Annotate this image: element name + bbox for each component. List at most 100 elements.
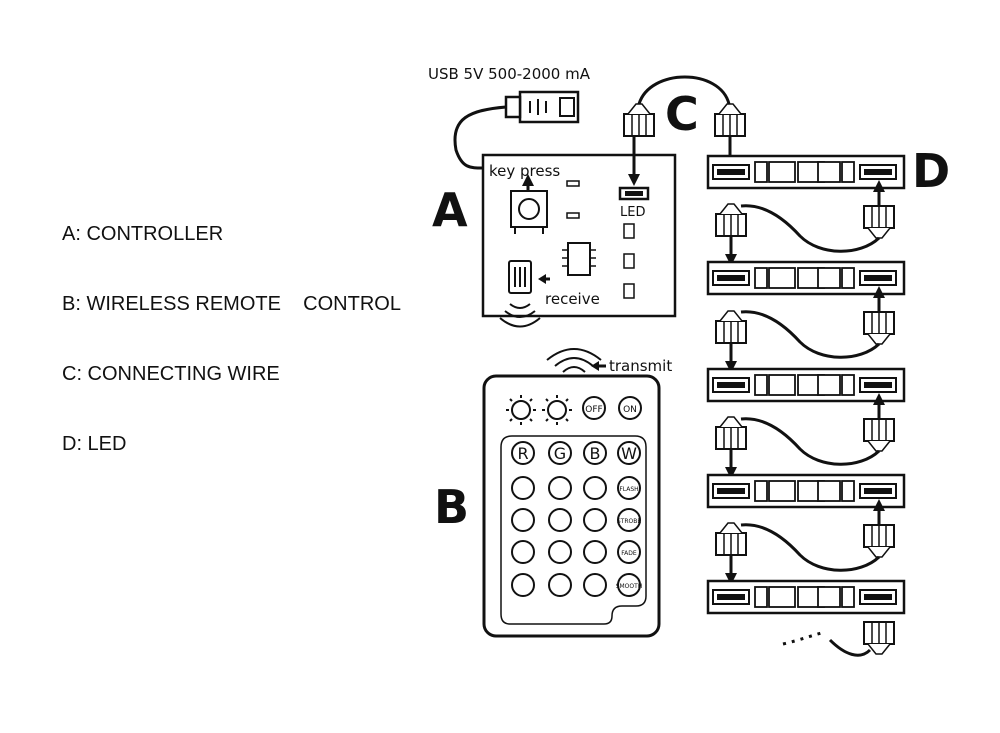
led-chip-icon	[768, 161, 796, 183]
led-chip-icon	[817, 267, 841, 289]
led-chip-icon	[754, 161, 768, 183]
color-select-button[interactable]	[511, 476, 535, 500]
off-button[interactable]: OFF	[582, 396, 606, 420]
color-select-button[interactable]	[583, 508, 607, 532]
transistor-icon	[623, 223, 635, 299]
color-button-w[interactable]: W	[617, 441, 641, 465]
port-pins	[625, 191, 643, 196]
color-button-label: R	[517, 444, 528, 463]
mode-button-label: FADE	[621, 550, 637, 557]
usb-plug-icon	[504, 90, 580, 124]
on-button[interactable]: ON	[618, 396, 642, 420]
led-chip-icon	[841, 161, 855, 183]
color-button-grid	[511, 476, 607, 597]
led-chip-icon	[768, 480, 796, 502]
led-chip-icon	[841, 586, 855, 608]
wire-connector-icon	[715, 203, 747, 237]
letter-d: D	[912, 144, 950, 198]
led-chip-icon	[817, 374, 841, 396]
wire-connector-icon	[715, 310, 747, 344]
led-chip-icon	[768, 374, 796, 396]
transmit-label: transmit	[609, 357, 672, 375]
transmit-signal-icon	[546, 348, 602, 373]
on-button-label: ON	[623, 405, 637, 415]
remote-body	[482, 374, 661, 638]
led-chip-icon	[754, 586, 768, 608]
color-select-button[interactable]	[548, 508, 572, 532]
legend-item-controller: A: CONTROLLER	[62, 223, 224, 245]
indicator-light-icon	[566, 212, 580, 219]
color-select-button[interactable]	[583, 540, 607, 564]
legend-item-led: D: LED	[62, 433, 127, 455]
led-strip	[706, 260, 906, 296]
off-button-label: OFF	[585, 405, 602, 415]
connecting-wire	[740, 204, 881, 253]
chip-icon	[562, 242, 596, 276]
key-press-label: key press	[489, 162, 560, 180]
wire-connector-icon	[715, 522, 747, 556]
color-button-r[interactable]: R	[511, 441, 535, 465]
color-select-button[interactable]	[583, 476, 607, 500]
legend: A: CONTROLLER B: WIRELESS REMOTE CONTROL…	[62, 222, 422, 502]
chain-continues-dots	[782, 630, 826, 646]
color-button-g[interactable]: G	[548, 441, 572, 465]
led-chip-icon	[754, 374, 768, 396]
ir-receiver-icon	[508, 260, 532, 294]
mode-button-flash[interactable]: FLASH	[617, 476, 641, 500]
color-select-button[interactable]	[548, 476, 572, 500]
connecting-wire	[637, 75, 731, 105]
connecting-wire	[740, 523, 881, 572]
led-chip-icon	[841, 480, 855, 502]
led-chip-icon	[768, 586, 796, 608]
mode-button-smooth[interactable]: SMOOTH	[616, 573, 643, 597]
wire-connector-icon	[863, 621, 895, 655]
color-button-label: G	[554, 444, 566, 463]
color-select-button[interactable]	[583, 573, 607, 597]
led-chain	[706, 154, 906, 615]
mode-button-strobe[interactable]: STROBE	[617, 508, 641, 532]
chain-continues-wire	[828, 638, 872, 657]
led-chip-icon	[768, 267, 796, 289]
wire-connector-icon	[714, 103, 746, 137]
wire-connector-icon	[863, 205, 895, 239]
led-chip-icon	[754, 267, 768, 289]
color-button-label: B	[590, 444, 601, 463]
color-select-button[interactable]	[511, 540, 535, 564]
indicator-light-icon	[566, 180, 580, 187]
brightness-up-icon	[506, 395, 536, 425]
color-select-button[interactable]	[511, 573, 535, 597]
receive-arrow-icon	[538, 274, 550, 284]
legend-item-remote: B: WIRELESS REMOTE CONTROL	[62, 293, 401, 315]
led-chip-icon	[817, 161, 841, 183]
led-chip-icon	[841, 374, 855, 396]
mode-button-label: STROBE	[617, 518, 641, 525]
color-select-button[interactable]	[548, 573, 572, 597]
led-chip-icon	[817, 480, 841, 502]
receive-signal-icon	[499, 303, 541, 328]
led-strip	[706, 367, 906, 403]
led-chip-icon	[754, 480, 768, 502]
key-button-icon	[510, 190, 548, 234]
letter-c: C	[665, 87, 699, 141]
color-select-button[interactable]	[548, 540, 572, 564]
usb-cable	[453, 105, 507, 170]
led-strip	[706, 473, 906, 509]
wire-connector-icon	[863, 418, 895, 452]
color-button-b[interactable]: B	[583, 441, 607, 465]
mode-button-fade[interactable]: FADE	[617, 540, 641, 564]
usb-label: USB 5V 500-2000 mA	[428, 65, 591, 83]
receive-label: receive	[545, 290, 600, 308]
led-chip-icon	[817, 586, 841, 608]
mode-button-label: SMOOTH	[616, 583, 643, 590]
mode-button-column: FLASH STROBE FADE SMOOTH	[616, 476, 643, 597]
legend-item-wire: C: CONNECTING WIRE	[62, 363, 280, 385]
wire-connector-icon	[623, 103, 655, 137]
brightness-down-icon	[542, 395, 572, 425]
connecting-wire	[740, 417, 881, 466]
button-panel-outline	[500, 435, 647, 625]
wire-connector-icon	[863, 311, 895, 345]
wire-connector-icon	[863, 524, 895, 558]
color-select-button[interactable]	[511, 508, 535, 532]
